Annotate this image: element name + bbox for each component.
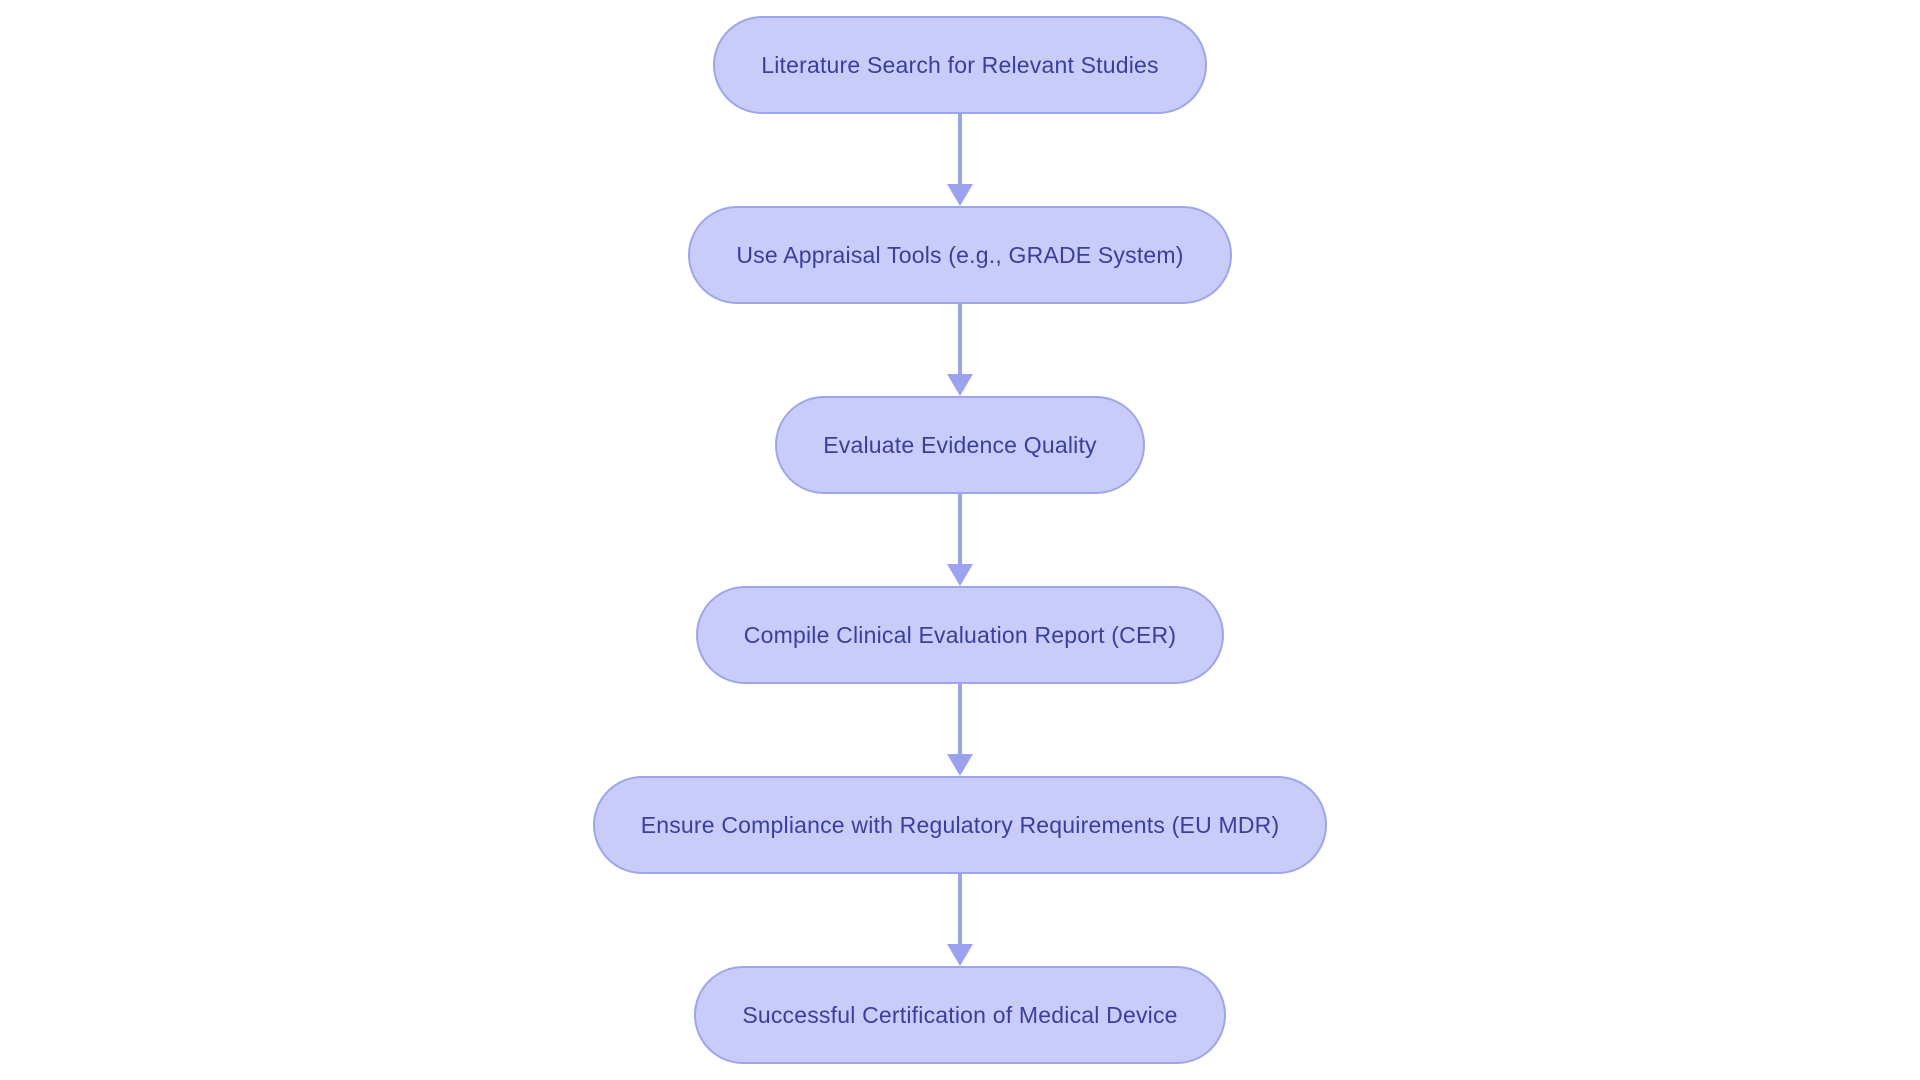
- arrow-down-icon: [947, 304, 973, 396]
- flow-node-successful-certification: Successful Certification of Medical Devi…: [694, 966, 1226, 1064]
- flow-node-label: Literature Search for Relevant Studies: [761, 51, 1159, 78]
- flow-node-label: Evaluate Evidence Quality: [823, 431, 1097, 458]
- arrow-down-icon: [947, 874, 973, 966]
- flow-node-label: Successful Certification of Medical Devi…: [742, 1001, 1178, 1028]
- flow-node-label: Compile Clinical Evaluation Report (CER): [743, 621, 1177, 648]
- flow-node-regulatory-compliance: Ensure Compliance with Regulatory Requir…: [592, 776, 1328, 874]
- flow-node-literature-search: Literature Search for Relevant Studies: [713, 16, 1207, 114]
- flow-arrow-4: [946, 684, 974, 776]
- flow-node-label: Use Appraisal Tools (e.g., GRADE System): [736, 241, 1184, 268]
- arrow-down-icon: [947, 494, 973, 586]
- flow-arrow-1: [946, 114, 974, 206]
- arrow-down-icon: [947, 684, 973, 776]
- flow-node-compile-cer: Compile Clinical Evaluation Report (CER): [695, 586, 1225, 684]
- flow-arrow-3: [946, 494, 974, 586]
- flow-arrow-5: [946, 874, 974, 966]
- flow-node-appraisal-tools: Use Appraisal Tools (e.g., GRADE System): [688, 206, 1232, 304]
- flow-node-label: Ensure Compliance with Regulatory Requir…: [640, 811, 1280, 838]
- flow-node-evaluate-evidence: Evaluate Evidence Quality: [775, 396, 1145, 494]
- flow-arrow-2: [946, 304, 974, 396]
- arrow-down-icon: [947, 114, 973, 206]
